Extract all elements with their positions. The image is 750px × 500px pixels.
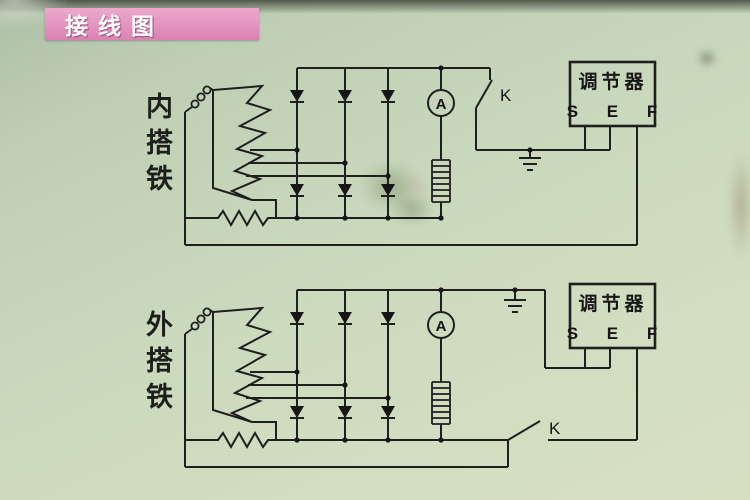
junction-dots bbox=[294, 287, 518, 443]
regulator-title: 调节器 bbox=[578, 293, 647, 315]
brush-spring-icon bbox=[184, 85, 214, 113]
paper-stain bbox=[698, 50, 716, 66]
paper-stain bbox=[390, 192, 434, 226]
brush-spring-icon bbox=[184, 307, 214, 335]
regulator-box: 调节器 S E F bbox=[567, 282, 670, 350]
wires bbox=[184, 289, 638, 468]
stator-winding bbox=[212, 84, 273, 201]
paper-stain bbox=[404, 176, 430, 196]
title-banner: 接线图 bbox=[45, 8, 259, 40]
ammeter-label: A bbox=[436, 318, 447, 335]
switch-label: K bbox=[500, 86, 512, 105]
ground-icon bbox=[519, 157, 541, 171]
switch: K bbox=[507, 419, 561, 441]
stator-winding bbox=[212, 306, 273, 423]
ammeter: A bbox=[427, 311, 455, 339]
regulator-terminals: S E F bbox=[567, 324, 670, 343]
wires bbox=[184, 67, 638, 246]
switch: K bbox=[475, 79, 512, 109]
paper-stain bbox=[728, 150, 750, 260]
rectifier-diodes-lower bbox=[290, 406, 395, 419]
page-title: 接线图 bbox=[65, 13, 164, 39]
ground-icon bbox=[504, 299, 526, 313]
switch-label: K bbox=[549, 419, 561, 438]
rectifier-diodes-lower bbox=[290, 184, 395, 197]
ammeter-label: A bbox=[436, 96, 447, 113]
regulator-box: 调节器 S E F bbox=[567, 60, 670, 128]
diagram-internal-ground: A K 调节器 S E F bbox=[184, 60, 670, 246]
charging-coil bbox=[431, 159, 451, 203]
external-ground-label: 外搭铁 bbox=[142, 310, 172, 418]
regulator-title: 调节器 bbox=[578, 71, 647, 93]
rectifier-diodes-upper bbox=[290, 90, 395, 103]
regulator-terminals: S E F bbox=[567, 102, 670, 121]
internal-ground-label: 内搭铁 bbox=[142, 92, 172, 200]
charging-coil bbox=[431, 381, 451, 425]
rectifier-diodes-upper bbox=[290, 312, 395, 325]
junction-dots bbox=[294, 65, 533, 221]
diagram-external-ground: A K 调节器 S E F bbox=[184, 282, 670, 468]
ammeter: A bbox=[427, 89, 455, 117]
